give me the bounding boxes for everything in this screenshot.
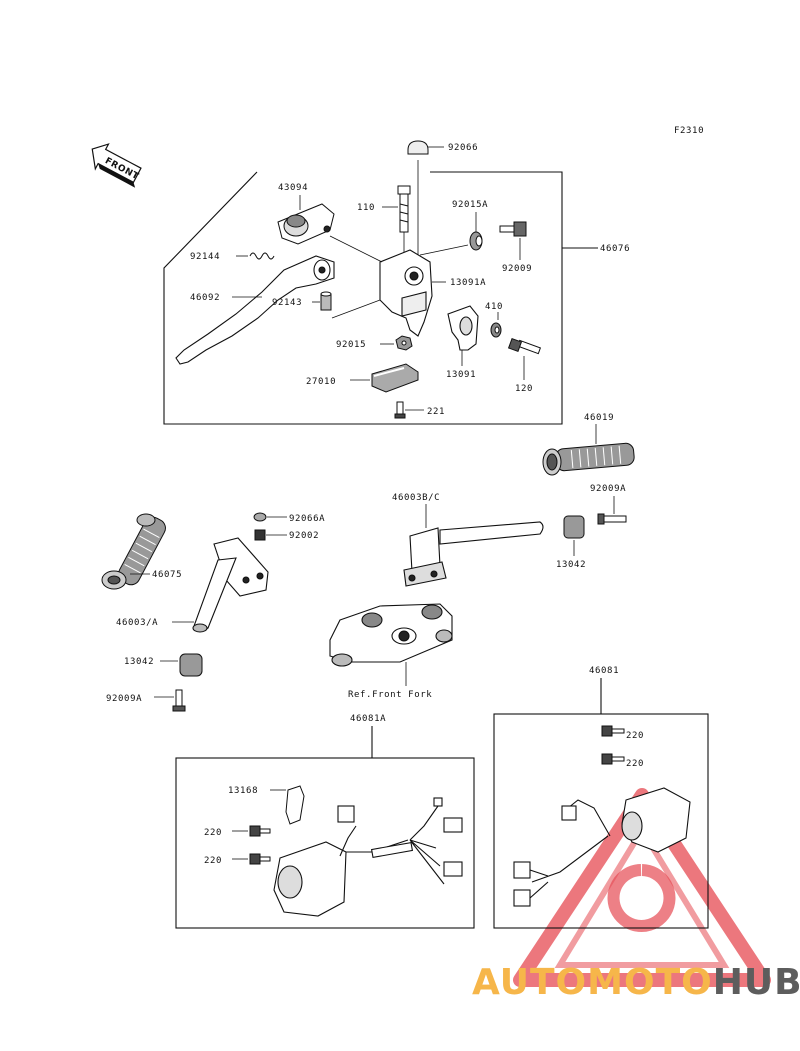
adjuster-43094-icon — [277, 195, 335, 245]
label-220-left-2: 220 — [204, 856, 222, 866]
clutch-lever-assembly-box — [163, 171, 598, 425]
label-13091a: 13091A — [450, 278, 486, 288]
brand-part-2: MOTO — [587, 962, 713, 1003]
label-92066a: 92066A — [289, 514, 325, 524]
label-43094: 43094 — [278, 183, 308, 193]
cap-92066-icon — [407, 140, 444, 255]
label-46076: 46076 — [600, 244, 630, 254]
label-46075: 46075 — [152, 570, 182, 580]
watermark-brand: AUTOMOTOHUB — [472, 962, 800, 1003]
label-220-left-1: 220 — [204, 828, 222, 838]
label-13042-right: 13042 — [556, 560, 586, 570]
clamp-13091-icon — [447, 305, 479, 366]
nut-92015-icon — [380, 335, 413, 351]
clip-13168-icon — [270, 785, 305, 825]
screw-220-right-1-icon — [601, 725, 625, 737]
label-92009a-right: 92009A — [590, 484, 626, 494]
label-92015a: 92015A — [452, 200, 488, 210]
switch-box-46081a — [175, 726, 475, 929]
label-92009: 92009 — [502, 264, 532, 274]
switch-27010-icon — [350, 363, 419, 393]
screw-92009-icon — [499, 221, 527, 260]
brand-part-3: HUB — [712, 962, 800, 1003]
label-46092: 46092 — [190, 293, 220, 303]
handlebar-46003bc-icon — [403, 504, 544, 587]
label-221: 221 — [427, 407, 445, 417]
label-110: 110 — [357, 203, 375, 213]
collar-92143-icon — [320, 291, 332, 311]
screw-220-right-2-icon — [601, 753, 625, 765]
label-46081: 46081 — [589, 666, 619, 676]
label-46081a: 46081A — [350, 714, 386, 724]
handlebar-46003a-icon — [172, 537, 269, 633]
figure-code: F2310 — [674, 126, 704, 136]
grip-46075-icon — [101, 513, 166, 590]
watermark-logo-icon — [513, 788, 771, 987]
cap-92066a-icon — [253, 512, 287, 522]
label-46003a: 46003/A — [116, 618, 158, 628]
label-92144: 92144 — [190, 252, 220, 262]
label-13042-left: 13042 — [124, 657, 154, 667]
label-92009a-left: 92009A — [106, 694, 142, 704]
label-27010: 27010 — [306, 377, 336, 387]
clutch-lever-46092-icon — [175, 255, 335, 365]
label-92066: 92066 — [448, 143, 478, 153]
screw-220-left-1-icon — [232, 825, 271, 837]
screw-92009a-right-icon — [597, 496, 627, 525]
label-220-right-2: 220 — [626, 759, 644, 769]
screw-92009a-left-icon — [154, 689, 186, 712]
screw-221-icon — [394, 401, 424, 419]
label-46003bc: 46003B/C — [392, 493, 440, 503]
bolt-92002-icon — [254, 529, 287, 541]
washer-410-icon — [490, 312, 502, 338]
bar-end-weight-13042-left-icon — [160, 653, 203, 677]
front-arrow-icon: FRONT — [91, 143, 142, 188]
bolt-120-icon — [507, 337, 542, 380]
screw-220-left-2-icon — [232, 853, 271, 865]
label-220-right-1: 220 — [626, 731, 644, 741]
label-410: 410 — [485, 302, 503, 312]
label-13168: 13168 — [228, 786, 258, 796]
switch-box-46081 — [493, 678, 709, 929]
brand-part-1: AUTO — [472, 962, 588, 1003]
label-92015: 92015 — [336, 340, 366, 350]
washer-92015a-icon — [469, 212, 483, 251]
ref-front-fork-label: Ref.Front Fork — [348, 690, 432, 700]
label-92002: 92002 — [289, 531, 319, 541]
left-handlebar-switch-icon — [273, 797, 463, 917]
grip-46019-icon — [542, 424, 635, 476]
label-92143: 92143 — [272, 298, 302, 308]
right-handlebar-switch-icon — [513, 787, 691, 907]
spring-92144-icon — [236, 252, 275, 260]
lever-bracket-13091a-icon — [379, 249, 433, 337]
label-13091: 13091 — [446, 370, 476, 380]
label-46019: 46019 — [584, 413, 614, 423]
bar-end-weight-13042-right-icon — [563, 515, 585, 556]
front-fork-bracket-icon — [329, 603, 453, 686]
label-120: 120 — [515, 384, 533, 394]
